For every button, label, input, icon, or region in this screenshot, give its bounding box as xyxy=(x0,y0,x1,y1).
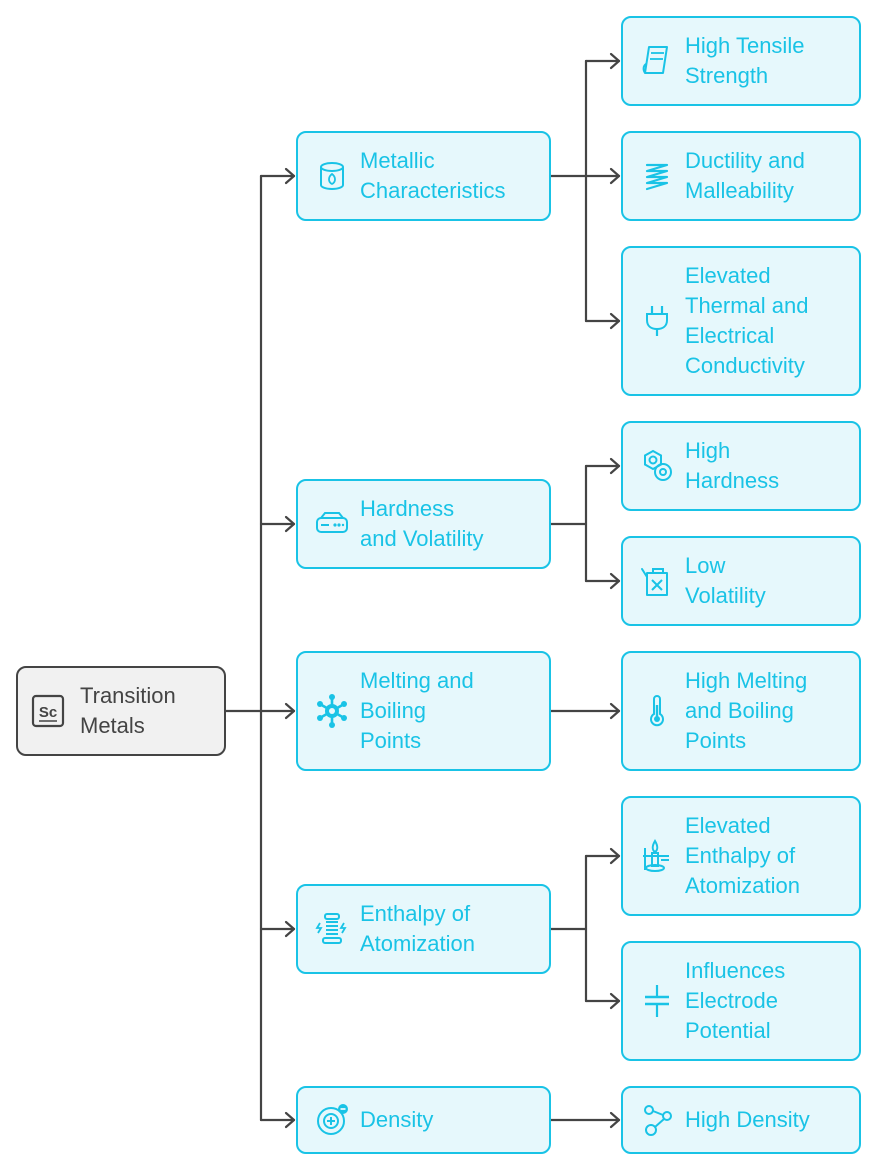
periodic-element-sc-icon: Sc xyxy=(30,693,66,729)
capacitor-icon xyxy=(639,983,675,1019)
node-label: High Tensile Strength xyxy=(685,33,805,88)
hex-nut-icon xyxy=(639,448,675,484)
metal-sheet-icon xyxy=(639,43,675,79)
node-label: Hardness and Volatility xyxy=(360,496,484,551)
arrow-head xyxy=(609,1111,621,1129)
leaf-node: High Melting and Boiling Points xyxy=(621,651,861,771)
arrow-head xyxy=(284,920,296,938)
leaf-node: High Hardness xyxy=(621,421,861,511)
root-node: Sc Transition Metals xyxy=(16,666,226,756)
leaf-node: Influences Electrode Potential xyxy=(621,941,861,1061)
arrow-head xyxy=(609,572,621,590)
node-label: Elevated Enthalpy of Atomization xyxy=(685,813,800,898)
arrow-head xyxy=(284,1111,296,1129)
leaf-node: Elevated Thermal and Electrical Conducti… xyxy=(621,246,861,396)
coil-spring-icon xyxy=(639,158,675,194)
arrow-head xyxy=(609,457,621,475)
arrow-head xyxy=(609,702,621,720)
leaf-node: High Tensile Strength xyxy=(621,16,861,106)
node-label: Elevated Thermal and Electrical Conducti… xyxy=(685,263,809,378)
bunsen-burner-icon xyxy=(639,838,675,874)
leaf-node: High Density xyxy=(621,1086,861,1154)
node-label: High Melting and Boiling Points xyxy=(685,668,808,753)
node-label: High Density xyxy=(685,1107,810,1132)
leaf-node: Low Volatility xyxy=(621,536,861,626)
electric-plug-icon xyxy=(639,303,675,339)
fuel-can-icon xyxy=(639,563,675,599)
molecule-icon xyxy=(639,1102,675,1138)
hard-drive-icon xyxy=(314,506,350,542)
category-node: Metallic Characteristics xyxy=(296,131,551,221)
leaf-node: Ductility and Malleability xyxy=(621,131,861,221)
leaf-node: Elevated Enthalpy of Atomization xyxy=(621,796,861,916)
tesla-coil-icon xyxy=(314,911,350,947)
atom-plus-icon xyxy=(314,1102,350,1138)
node-label: High Hardness xyxy=(685,438,780,493)
thermometer-icon xyxy=(639,693,675,729)
node-label: Influences Electrode Potential xyxy=(685,958,786,1043)
arrow-head xyxy=(284,167,296,185)
metal-cylinder-icon xyxy=(314,158,350,194)
node-label: Ductility and Malleability xyxy=(685,148,805,203)
arrow-head xyxy=(609,312,621,330)
arrow-head xyxy=(609,992,621,1010)
category-node: Enthalpy of Atomization xyxy=(296,884,551,974)
node-label: Low Volatility xyxy=(685,553,766,608)
node-label: Metallic Characteristics xyxy=(360,148,506,203)
node-label: Density xyxy=(360,1107,434,1132)
snowflake-icon xyxy=(314,693,350,729)
node-label: Transition Metals xyxy=(80,683,176,738)
category-node: Hardness and Volatility xyxy=(296,479,551,569)
category-node: Melting and Boiling Points xyxy=(296,651,551,771)
svg-text:Sc: Sc xyxy=(39,704,57,721)
node-label: Enthalpy of Atomization xyxy=(360,901,475,956)
arrow-head xyxy=(284,702,296,720)
category-node: Density xyxy=(296,1086,551,1154)
arrow-head xyxy=(609,847,621,865)
arrow-head xyxy=(609,167,621,185)
node-label: Melting and Boiling Points xyxy=(360,668,474,753)
arrow-head xyxy=(284,515,296,533)
arrow-head xyxy=(609,52,621,70)
